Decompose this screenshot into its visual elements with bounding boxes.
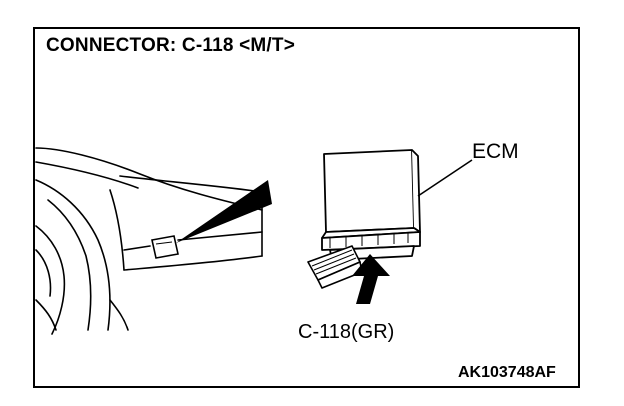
ecm-unit: [321, 149, 421, 261]
diagram-title: CONNECTOR: C-118 <M/T>: [46, 35, 295, 56]
callout-pointer: [176, 180, 272, 243]
connector-arrow-icon: [352, 254, 390, 304]
harness-connector: [307, 245, 363, 289]
ecm-label: ECM: [472, 140, 519, 163]
figure-code: AK103748AF: [458, 364, 556, 381]
connector-label: C-118(GR): [298, 321, 395, 343]
connector-location-box: [151, 235, 179, 259]
ecm-leader-line: [417, 159, 473, 197]
diagram-frame: [33, 27, 580, 388]
dashboard-drawing: [35, 147, 263, 335]
